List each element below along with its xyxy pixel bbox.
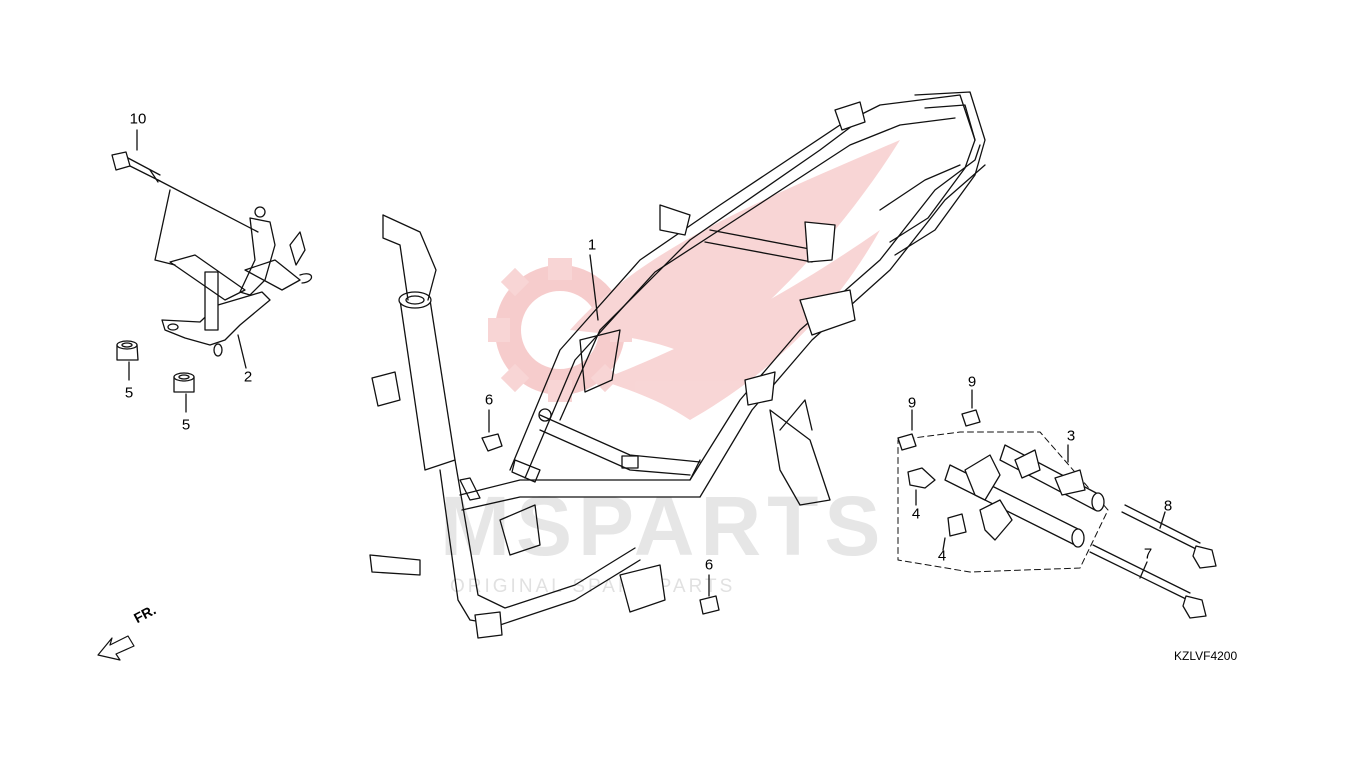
- rubber-mounts: [116, 340, 195, 393]
- nuts-9: [897, 409, 981, 451]
- main-frame: [369, 91, 986, 639]
- callout-1: 1: [587, 236, 597, 254]
- hanger-assembly: [944, 444, 1105, 548]
- callout-4b: 4: [937, 547, 947, 565]
- callout-2: 2: [243, 368, 253, 386]
- callout-5a: 5: [124, 384, 134, 402]
- callout-8: 8: [1163, 497, 1173, 515]
- diagram-code: KZLVF4200: [1174, 649, 1238, 663]
- callout-6a: 6: [484, 391, 494, 409]
- watermark-brand: MSPARTS: [440, 479, 887, 573]
- front-direction-arrow-icon: [97, 635, 135, 661]
- callout-9a: 9: [907, 394, 917, 412]
- callout-3: 3: [1066, 427, 1076, 445]
- rubbers-4: [907, 467, 967, 537]
- callout-4a: 4: [911, 505, 921, 523]
- callout-5b: 5: [181, 416, 191, 434]
- callout-9b: 9: [967, 373, 977, 391]
- nuts-6: [481, 433, 720, 615]
- callout-6b: 6: [704, 556, 714, 574]
- callout-10: 10: [129, 110, 147, 128]
- long-bolts: [1089, 504, 1217, 619]
- bolt-10: [111, 151, 161, 183]
- callout-7: 7: [1143, 545, 1153, 563]
- bracket-assembly: [161, 206, 313, 357]
